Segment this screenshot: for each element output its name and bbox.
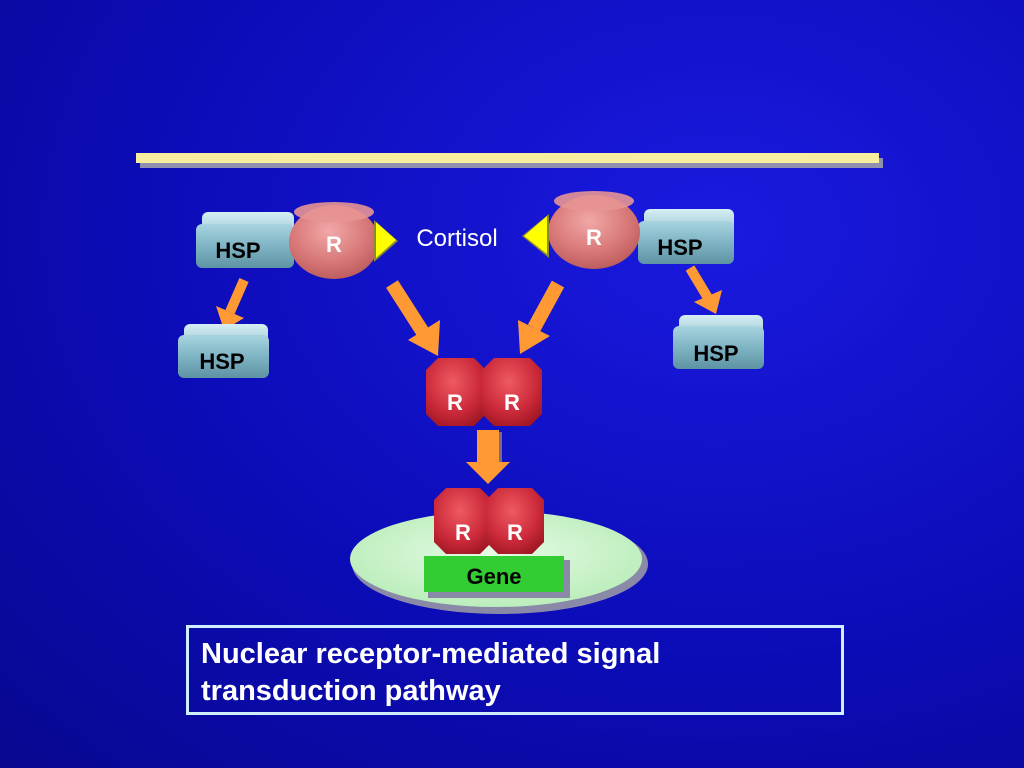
right-complex-hsp: HSP (638, 209, 734, 264)
receptor-dimer: R R (426, 358, 542, 426)
left-complex-hsp: HSP (196, 212, 294, 268)
caption-box: Nuclear receptor-mediated signal transdu… (186, 625, 844, 715)
bound-dimer-left-label: R (455, 520, 471, 545)
arrow-left-hsp-release (216, 277, 249, 330)
right-cortisol-ligand (524, 216, 547, 254)
gene-box: Gene (424, 556, 570, 598)
caption-line-2: transduction pathway (201, 675, 501, 707)
bound-dimer-right-receptor (486, 488, 544, 554)
arrow-dimer-to-gene (466, 430, 510, 484)
left-complex-hsp-label: HSP (215, 238, 260, 263)
left-cortisol-ligand (376, 222, 396, 258)
left-complex-receptor: R (289, 202, 379, 279)
left-released-hsp-label: HSP (199, 349, 244, 374)
right-released-hsp-label: HSP (693, 341, 738, 366)
right-complex-receptor-label: R (586, 225, 602, 250)
dimer-left-receptor (426, 358, 486, 426)
dimer-right-label: R (504, 390, 520, 415)
arrow-right-to-dimer (518, 280, 565, 354)
dimer-right-receptor (482, 358, 542, 426)
dimer-left-label: R (447, 390, 463, 415)
right-released-hsp: HSP (673, 315, 764, 369)
cell-membrane (136, 153, 883, 168)
cortisol-label: Cortisol (416, 225, 497, 252)
left-receptor-complex: HSP R (196, 202, 398, 279)
right-receptor-complex: HSP R (522, 191, 734, 269)
left-complex-receptor-label: R (326, 232, 342, 257)
arrow-right-hsp-release (685, 265, 722, 314)
right-complex-hsp-label: HSP (657, 235, 702, 260)
caption-line-1: Nuclear receptor-mediated signal (201, 638, 661, 670)
bound-receptor-dimer: R R (434, 488, 544, 554)
right-complex-receptor: R (548, 191, 640, 269)
left-released-hsp: HSP (178, 324, 269, 378)
bound-dimer-left-receptor (434, 488, 492, 554)
gene-label: Gene (466, 564, 521, 589)
bound-dimer-right-label: R (507, 520, 523, 545)
arrow-left-to-dimer (386, 280, 440, 356)
